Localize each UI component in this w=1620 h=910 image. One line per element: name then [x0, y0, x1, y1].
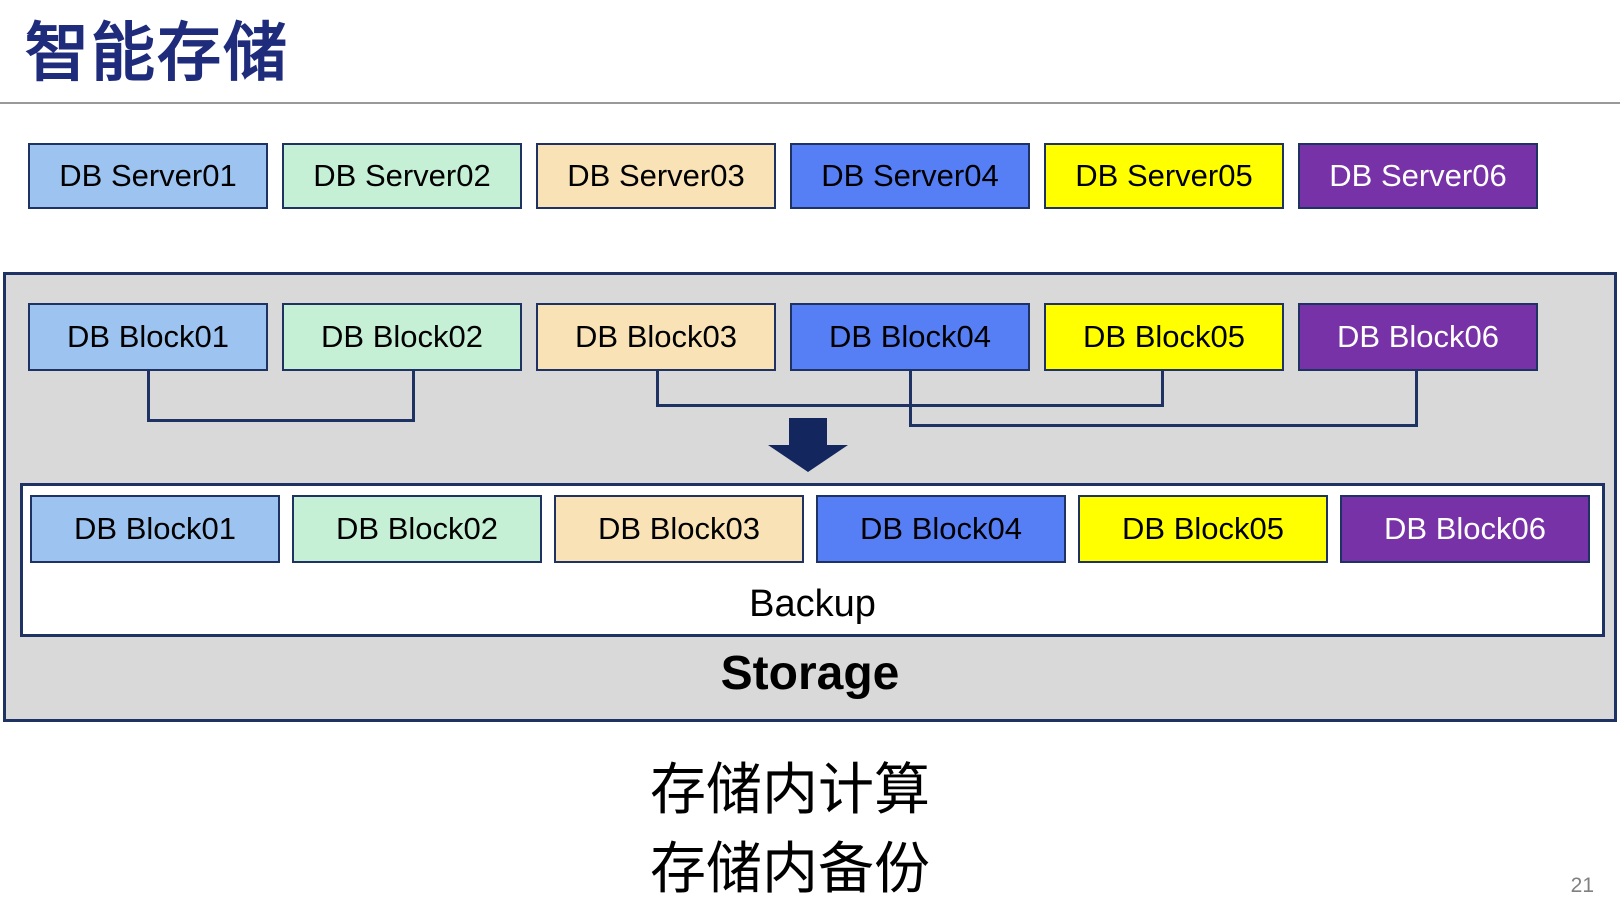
- backup-label: Backup: [749, 583, 876, 625]
- db-block03-box: DB Block03: [554, 495, 804, 563]
- db-block06-box: DB Block06: [1298, 303, 1538, 371]
- db-block06-box: DB Block06: [1340, 495, 1590, 563]
- down-arrow-icon: [768, 418, 848, 472]
- db-block01-box: DB Block01: [28, 303, 268, 371]
- db-block01-box: DB Block01: [30, 495, 280, 563]
- db-block02-box: DB Block02: [282, 303, 522, 371]
- db-block04-box: DB Block04: [790, 303, 1030, 371]
- connector-block04-block06: [909, 371, 1418, 427]
- db-server04-box: DB Server04: [790, 143, 1030, 209]
- db-server03-box: DB Server03: [536, 143, 776, 209]
- db-block03-box: DB Block03: [536, 303, 776, 371]
- title-divider: [0, 102, 1620, 104]
- page-title: 智能存储: [25, 17, 289, 89]
- db-block04-box: DB Block04: [816, 495, 1066, 563]
- db-block05-box: DB Block05: [1044, 303, 1284, 371]
- page-number: 21: [1570, 874, 1594, 897]
- caption-line-2: 存储内备份: [650, 837, 930, 900]
- caption-text: 存储内计算 存储内备份: [650, 750, 930, 908]
- db-server06-box: DB Server06: [1298, 143, 1538, 209]
- storage-label: Storage: [720, 647, 900, 700]
- db-server02-box: DB Server02: [282, 143, 522, 209]
- db-server01-box: DB Server01: [28, 143, 268, 209]
- connector-block01-block02: [147, 371, 415, 422]
- db-server05-box: DB Server05: [1044, 143, 1284, 209]
- db-block02-box: DB Block02: [292, 495, 542, 563]
- db-block05-box: DB Block05: [1078, 495, 1328, 563]
- caption-line-1: 存储内计算: [650, 758, 930, 821]
